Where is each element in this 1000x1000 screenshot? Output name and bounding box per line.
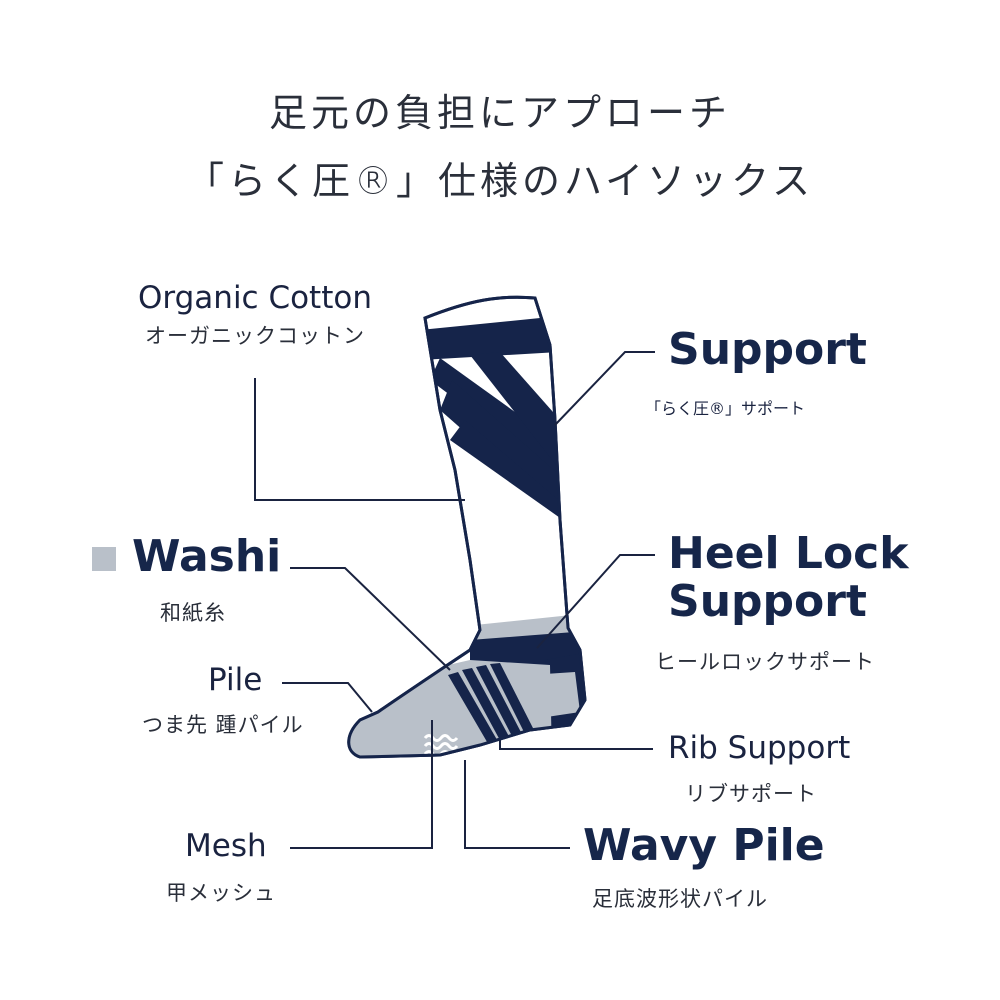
organic-cotton-en: Organic Cotton <box>138 280 372 316</box>
leader-heel-lock <box>536 554 655 649</box>
label-heel-lock: Heel Lock Support <box>668 530 909 626</box>
label-washi: Washi <box>132 531 281 582</box>
wavy-pile-en: Wavy Pile <box>583 820 825 871</box>
leader-rib-support <box>499 740 653 750</box>
heel-lock-en-2: Support <box>668 576 867 627</box>
washi-swatch <box>92 547 116 571</box>
title-line-1: 足元の負担にアプローチ <box>268 91 731 135</box>
heel-lock-en-1: Heel Lock <box>668 528 909 579</box>
leader-wavy-pile <box>464 760 570 849</box>
pile-jp: つま先 踵パイル <box>142 713 304 737</box>
support-strap-2 <box>470 352 560 470</box>
label-support: Support <box>668 324 867 375</box>
leader-mesh <box>290 720 433 849</box>
label-rib-support: Rib Support <box>668 730 850 766</box>
support-jp: 「らく圧®」サポート <box>645 399 806 418</box>
title-line-2: 「らく圧®」仕様のハイソックス <box>185 159 815 203</box>
heel-lock-jp: ヒールロックサポート <box>655 650 875 674</box>
support-strap-4 <box>450 420 570 525</box>
rib-stripes <box>448 663 536 747</box>
pile-en: Pile <box>208 662 263 698</box>
label-mesh: Mesh <box>185 828 267 864</box>
leader-pile <box>282 682 373 713</box>
label-wavy-pile: Wavy Pile <box>583 820 825 871</box>
leader-support <box>554 351 655 426</box>
wavy-pile-jp: 足底波形状パイル <box>592 887 768 911</box>
heel-gray <box>530 672 580 718</box>
leader-organic-cotton <box>254 378 465 501</box>
support-strap-1 <box>430 358 565 478</box>
support-en: Support <box>668 324 867 375</box>
label-organic-cotton: Organic Cotton オーガニックコットン <box>110 280 400 350</box>
mesh-jp: 甲メッシュ <box>166 881 276 905</box>
mesh-en: Mesh <box>185 828 267 864</box>
organic-cotton-jp: オーガニックコットン <box>145 324 365 348</box>
rib-support-en: Rib Support <box>668 730 851 766</box>
support-band-top <box>420 316 560 360</box>
washi-jp: 和紙糸 <box>160 601 226 625</box>
washi-en: Washi <box>132 531 282 582</box>
leader-washi <box>290 567 451 671</box>
label-pile: Pile <box>208 662 262 698</box>
rib-support-jp: リブサポート <box>685 782 817 806</box>
